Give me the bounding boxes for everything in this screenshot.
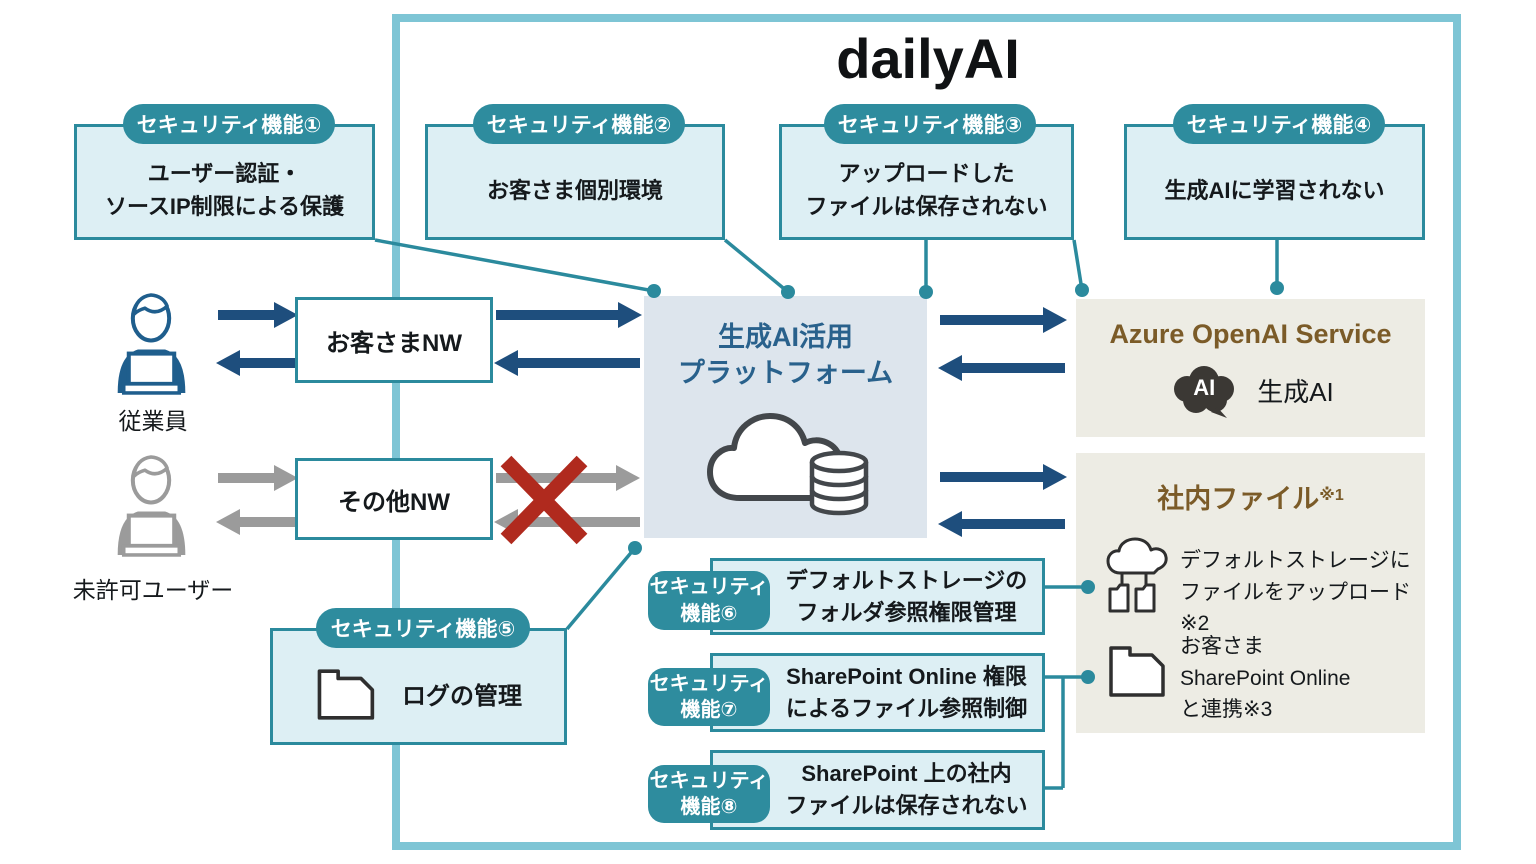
- files-row2-line-3: と連携※3: [1180, 698, 1273, 721]
- feature-7-line-2: によるファイル参照制御: [785, 695, 1028, 721]
- arrowhead-right: [1043, 464, 1067, 490]
- pill-8-line-1: セキュリティ: [649, 769, 769, 792]
- feature-7-line-1: SharePoint Online 権限: [786, 663, 1027, 689]
- internal-files-panel: 社内ファイル※1 デフォルトストレージに ファイルをアップロード※2 お客さま …: [1076, 453, 1425, 733]
- arrowhead-left: [938, 355, 962, 381]
- connector-callout5-platform: [565, 546, 637, 631]
- cloud-upload-icon: [1106, 537, 1168, 613]
- other-nw-label: その他NW: [338, 488, 450, 516]
- customer-nw-box: お客さまNW: [295, 297, 493, 383]
- files-row2-line-2: SharePoint Online: [1180, 666, 1351, 690]
- arrowhead-right: [618, 302, 642, 328]
- feature-8-line-2: ファイルは保存されない: [785, 793, 1028, 818]
- pill-7-line-2: 機能⑦: [680, 699, 738, 721]
- arrows-unauthorized-other-nw: [216, 465, 298, 535]
- diagram-title: dailyAI: [836, 27, 1020, 90]
- internal-files-row-1-text: デフォルトストレージに ファイルをアップロード※2: [1180, 545, 1425, 640]
- connector-callout2-platform: [723, 238, 790, 294]
- other-nw-box: その他NW: [295, 458, 493, 540]
- genai-row: AI 生成AI: [1076, 359, 1425, 421]
- feature-8-line-1: SharePoint 上の社内: [801, 761, 1012, 787]
- blocked-cross-icon: [500, 455, 588, 545]
- arrowhead-right: [1043, 307, 1067, 333]
- arrowhead-left: [216, 350, 240, 376]
- genai-platform-panel: 生成AI活用 プラットフォーム: [644, 296, 927, 538]
- callout-3-line-2: ファイルは保存されない: [805, 194, 1048, 219]
- security-pill-6: セキュリティ 機能⑥: [648, 571, 770, 630]
- callout-security-1: セキュリティ機能① ユーザー認証・ ソースIP制限による保護: [74, 104, 375, 240]
- feature-6-line-1: デフォルトストレージの: [785, 567, 1028, 593]
- log-folder-icon: [317, 668, 375, 720]
- files-row1-line-1: デフォルトストレージに: [1180, 549, 1411, 572]
- cloud-database-icon: [707, 413, 869, 516]
- feature-box-8: セキュリティ 機能⑧ SharePoint 上の社内 ファイルは保存されない: [648, 750, 1045, 830]
- feature-box-6: セキュリティ 機能⑥ デフォルトストレージの フォルダ参照権限管理: [648, 558, 1045, 635]
- security-pill-3: セキュリティ機能③: [824, 104, 1036, 144]
- security-pill-2: セキュリティ機能②: [473, 104, 685, 144]
- azure-title: Azure OpenAI Service: [1109, 319, 1392, 349]
- callout-4-line-1: 生成AIに学習されない: [1164, 177, 1385, 203]
- pill-8-line-2: 機能⑧: [680, 796, 738, 818]
- pill-6-line-1: セキュリティ: [649, 576, 769, 599]
- ai-badge-text: AI: [1193, 375, 1216, 400]
- feature-6-line-2: フォルダ参照権限管理: [796, 599, 1017, 625]
- arrows-employee-customer-nw: [216, 302, 298, 376]
- connector-callout3-azure: [1072, 239, 1084, 291]
- security-pill-7: セキュリティ 機能⑦: [648, 668, 770, 726]
- callout-2-line-1: お客さま個別環境: [486, 177, 663, 203]
- security-pill-1: セキュリティ機能①: [123, 104, 335, 144]
- arrows-platform-azure: [938, 307, 1067, 381]
- connector-callout1-platform: [374, 238, 655, 293]
- callout-1-line-2: ソースIP制限による保護: [104, 194, 345, 219]
- log-management-label: ログの管理: [402, 683, 522, 710]
- pill-7-line-1: セキュリティ: [649, 672, 769, 695]
- security-pill-8: セキュリティ 機能⑧: [648, 765, 770, 823]
- azure-openai-panel: Azure OpenAI Service AI 生成AI: [1076, 299, 1425, 437]
- arrowhead-left: [494, 350, 518, 376]
- customer-nw-label: お客さまNW: [326, 329, 462, 357]
- genai-label: 生成AI: [1257, 376, 1334, 407]
- arrows-customer-nw-platform: [494, 302, 642, 376]
- callout-1-line-1: ユーザー認証・: [147, 161, 302, 186]
- security-pill-5: セキュリティ機能⑤: [316, 608, 530, 648]
- files-row2-line-1: お客さま: [1180, 635, 1264, 658]
- sharepoint-folder-icon: [1109, 646, 1165, 697]
- unauthorized-user-label: 未許可ユーザー: [72, 577, 234, 603]
- security-pill-4: セキュリティ機能④: [1173, 104, 1385, 144]
- internal-files-row-2-text: お客さま SharePoint Online と連携※3: [1180, 631, 1350, 726]
- arrowhead-left: [216, 509, 240, 535]
- internal-files-note: ※1: [1319, 487, 1344, 504]
- unauthorized-person-laptop-icon: [117, 455, 186, 557]
- arrows-platform-files: [938, 464, 1067, 537]
- employee-person-laptop-icon: [117, 293, 186, 395]
- callout-security-2: セキュリティ機能② お客さま個別環境: [425, 104, 725, 240]
- arrowhead-left: [494, 509, 518, 535]
- callout-security-5: セキュリティ機能⑤ ログの管理: [270, 608, 567, 745]
- platform-title-line-2: プラットフォーム: [677, 357, 894, 388]
- callout-3-line-1: アップロードした: [838, 161, 1015, 186]
- internal-files-title-text: 社内ファイル: [1157, 484, 1320, 514]
- arrows-other-nw-platform: [494, 465, 640, 535]
- feature-box-7: セキュリティ 機能⑦ SharePoint Online 権限 によるファイル参…: [648, 653, 1045, 732]
- arrowhead-right: [616, 465, 640, 491]
- internal-files-title: 社内ファイル※1: [1076, 477, 1425, 516]
- employee-label: 従業員: [118, 408, 188, 434]
- ai-brain-icon: AI: [1167, 361, 1241, 419]
- callout-security-3: セキュリティ機能③ アップロードした ファイルは保存されない: [779, 104, 1074, 240]
- pill-6-line-2: 機能⑥: [680, 602, 738, 625]
- callout-security-4: セキュリティ機能④ 生成AIに学習されない: [1124, 104, 1425, 240]
- platform-title: 生成AI活用 プラットフォーム: [644, 320, 927, 391]
- callout-text-1: ユーザー認証・ ソースIP制限による保護: [77, 127, 372, 237]
- arrowhead-left: [938, 511, 962, 537]
- platform-title-line-1: 生成AI活用: [718, 322, 853, 352]
